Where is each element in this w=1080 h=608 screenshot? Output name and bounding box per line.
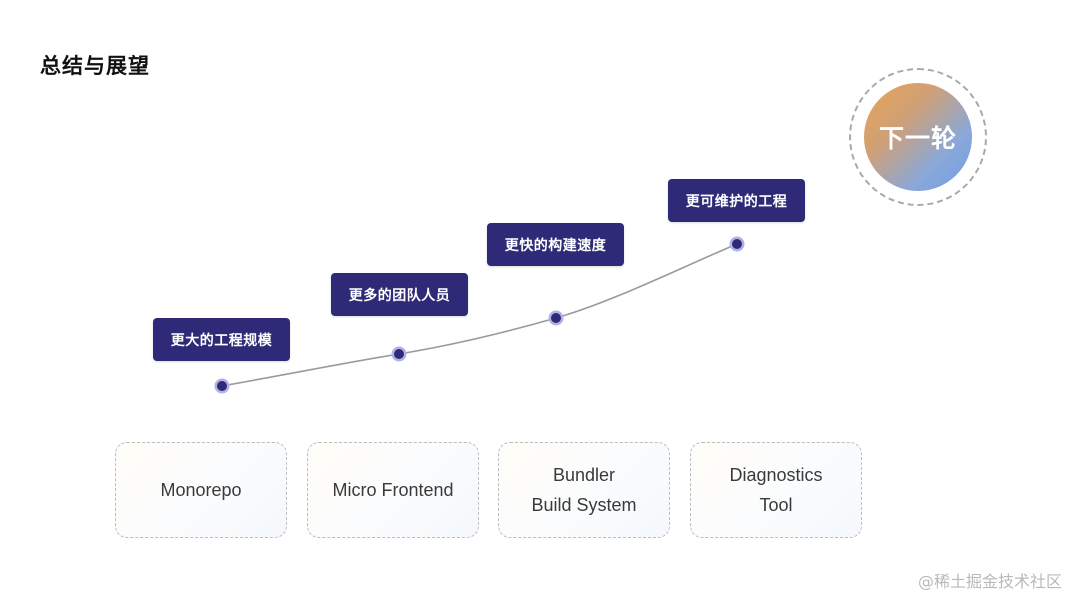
tool-box-label: Bundler xyxy=(552,465,616,485)
milestone-tag-2: 更多的团队人员 xyxy=(331,273,468,316)
tool-box-bundler: Bundler Build System xyxy=(498,442,670,538)
tool-box-label: Diagnostics xyxy=(729,465,823,485)
milestone-tag-1: 更大的工程规模 xyxy=(153,318,290,361)
tool-box-label: Build System xyxy=(531,495,637,515)
tool-box-diagnostics: Diagnostics Tool xyxy=(690,442,862,538)
curve-point-4 xyxy=(729,236,745,252)
watermark: @稀土掘金技术社区 xyxy=(917,572,1062,591)
curve-point-2 xyxy=(391,346,407,362)
growth-curve-line xyxy=(221,243,738,387)
next-round-badge: 下一轮 xyxy=(864,83,972,191)
tool-box-label: Monorepo xyxy=(160,480,242,500)
curve-point-1 xyxy=(214,378,230,394)
next-round-label: 下一轮 xyxy=(878,124,957,153)
milestone-tag-4: 更可维护的工程 xyxy=(668,179,805,222)
curve-point-3 xyxy=(548,310,564,326)
tool-box-label: Micro Frontend xyxy=(332,480,454,500)
page-title: 总结与展望 xyxy=(40,54,150,78)
tool-box-micro-frontend: Micro Frontend xyxy=(307,442,479,538)
tool-box-monorepo: Monorepo xyxy=(115,442,287,538)
tool-box-label: Tool xyxy=(759,495,793,515)
milestone-tag-3: 更快的构建速度 xyxy=(487,223,624,266)
next-round-dashed-ring xyxy=(849,68,987,206)
